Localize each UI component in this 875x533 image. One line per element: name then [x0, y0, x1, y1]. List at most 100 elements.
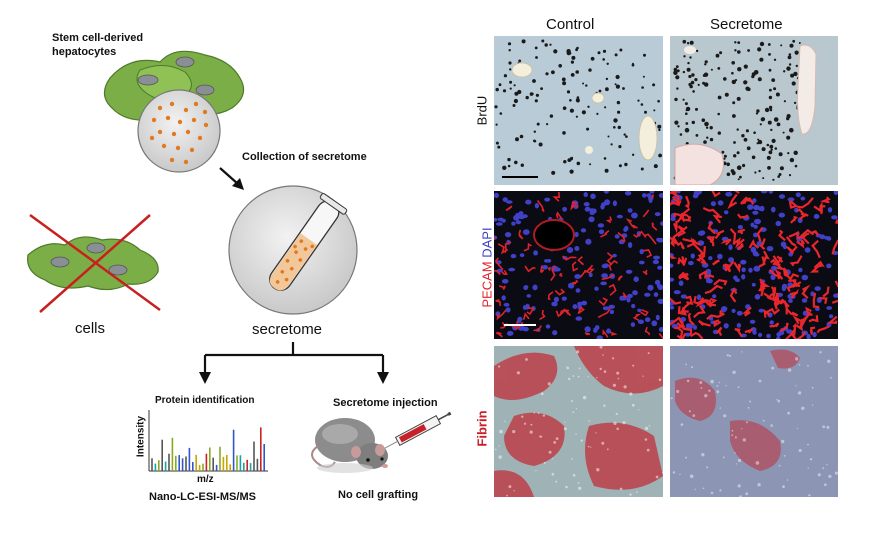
- texture-mark: [732, 370, 736, 374]
- texture-mark: [589, 208, 595, 213]
- texture-mark: [776, 122, 781, 127]
- texture-mark: [814, 286, 821, 291]
- texture-mark: [655, 475, 659, 479]
- texture-mark: [770, 258, 780, 266]
- texture-mark: [745, 492, 749, 496]
- texture-mark: [677, 271, 685, 280]
- texture-mark: [519, 134, 524, 139]
- texture-mark: [734, 452, 736, 454]
- texture-mark: [797, 391, 802, 395]
- texture-mark: [737, 228, 746, 235]
- texture-mark: [494, 105, 498, 109]
- texture-mark: [536, 122, 540, 126]
- texture-mark: [625, 218, 636, 229]
- texture-mark: [696, 250, 706, 262]
- texture-mark: [724, 92, 729, 97]
- texture-mark: [714, 229, 725, 240]
- texture-mark: [533, 250, 538, 256]
- texture-mark: [790, 73, 795, 78]
- texture-mark: [787, 152, 790, 155]
- texture-mark: [624, 162, 628, 167]
- texture-mark: [828, 314, 834, 319]
- texture-mark: [581, 300, 588, 306]
- texture-mark: [751, 282, 756, 287]
- texture-mark: [756, 226, 764, 242]
- texture-mark: [793, 71, 798, 77]
- texture-mark: [778, 464, 781, 467]
- texture-mark: [691, 73, 695, 77]
- texture-mark: [778, 229, 786, 242]
- texture-mark: [743, 64, 748, 69]
- texture-mark: [785, 236, 797, 247]
- texture-mark: [637, 99, 640, 102]
- texture-mark: [767, 43, 771, 46]
- texture-mark: [754, 171, 757, 174]
- texture-mark: [615, 84, 620, 89]
- stem-cell-label: Stem cell-derived: [52, 32, 144, 44]
- texture-mark: [577, 482, 580, 484]
- texture-mark: [552, 457, 554, 459]
- texture-mark: [544, 197, 551, 202]
- protein-id-label: Protein identification: [155, 395, 255, 406]
- texture-mark: [695, 107, 698, 111]
- texture-mark: [566, 49, 571, 54]
- texture-mark: [826, 464, 828, 466]
- texture-mark: [603, 370, 607, 373]
- texture-mark: [553, 441, 557, 444]
- texture-mark: [670, 305, 675, 310]
- texture-mark: [585, 238, 592, 245]
- texture-mark: [808, 315, 819, 323]
- texture-mark: [759, 280, 766, 291]
- texture-mark: [681, 273, 690, 281]
- texture-mark: [522, 229, 530, 235]
- texture-mark: [758, 169, 761, 173]
- texture-mark: [562, 81, 567, 86]
- texture-mark: [772, 178, 775, 181]
- collection-arrow: [219, 167, 244, 190]
- texture-mark: [616, 427, 619, 431]
- texture-mark: [754, 294, 761, 300]
- texture-mark: [566, 90, 571, 94]
- texture-mark: [795, 357, 799, 361]
- texture-mark: [644, 317, 651, 323]
- texture-mark: [673, 326, 684, 339]
- texture-mark: [542, 414, 546, 417]
- texture-mark: [705, 126, 709, 129]
- texture-mark: [498, 365, 501, 368]
- texture-mark: [781, 300, 788, 315]
- texture-mark: [811, 386, 814, 389]
- texture-mark: [811, 239, 821, 259]
- texture-mark: [566, 366, 570, 370]
- texture-mark: [734, 328, 743, 338]
- texture-mark: [572, 304, 578, 310]
- texture-mark: [769, 320, 774, 325]
- texture-mark: [530, 423, 533, 426]
- texture-mark: [569, 108, 574, 113]
- texture-mark: [807, 467, 809, 469]
- texture-mark: [546, 123, 549, 126]
- texture-mark: [757, 139, 763, 145]
- fibrin-control-image: [494, 346, 663, 497]
- texture-mark: [670, 263, 674, 268]
- texture-mark: [512, 430, 516, 434]
- texture-mark: [647, 352, 650, 355]
- texture-mark: [613, 126, 616, 129]
- texture-mark: [739, 495, 743, 497]
- texture-mark: [733, 261, 742, 274]
- texture-mark: [701, 453, 705, 457]
- texture-mark: [580, 439, 583, 442]
- texture-mark: [801, 274, 809, 281]
- texture-mark: [705, 276, 711, 282]
- texture-mark: [568, 377, 571, 381]
- texture-mark: [605, 77, 609, 81]
- texture-mark: [731, 71, 734, 75]
- texture-mark: [684, 195, 690, 209]
- texture-mark: [831, 239, 838, 255]
- texture-mark: [770, 274, 776, 281]
- texture-mark: [689, 56, 692, 59]
- texture-mark: [685, 323, 691, 329]
- texture-mark: [523, 242, 532, 252]
- texture-mark: [610, 143, 613, 146]
- texture-mark: [582, 82, 585, 85]
- texture-mark: [731, 434, 734, 437]
